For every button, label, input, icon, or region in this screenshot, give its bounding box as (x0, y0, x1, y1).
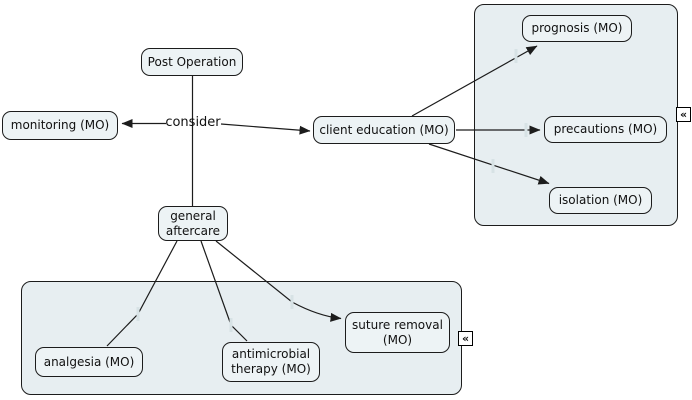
link-consider-client-education (220, 123, 311, 135)
collapse-icon[interactable]: « (458, 331, 473, 346)
collapse-icon[interactable]: « (676, 107, 691, 122)
concept-node-precautions[interactable]: precautions (MO) (544, 116, 667, 143)
linking-phrase-consider[interactable]: consider (165, 115, 221, 130)
concept-node-post-operation[interactable]: Post Operation (141, 48, 243, 76)
link-clienteducation-isolation (428, 143, 550, 185)
concept-node-prognosis[interactable]: prognosis (MO) (522, 15, 632, 42)
link-aftercare-antimicrobial (200, 240, 248, 342)
concept-node-isolation[interactable]: isolation (MO) (549, 187, 652, 214)
concept-node-antimicrobial-therapy[interactable]: antimicrobial therapy (MO) (222, 342, 320, 382)
concept-node-analgesia[interactable]: analgesia (MO) (35, 347, 143, 377)
concept-node-client-education[interactable]: client education (MO) (313, 116, 455, 144)
link-aftercare-suture-removal (215, 240, 342, 322)
concept-node-monitoring[interactable]: monitoring (MO) (2, 111, 118, 140)
link-clienteducation-prognosis (411, 45, 538, 117)
concept-node-general-aftercare[interactable]: general aftercare (158, 206, 228, 241)
link-aftercare-analgesia (106, 240, 178, 347)
concept-node-suture-removal[interactable]: suture removal (MO) (345, 312, 450, 353)
